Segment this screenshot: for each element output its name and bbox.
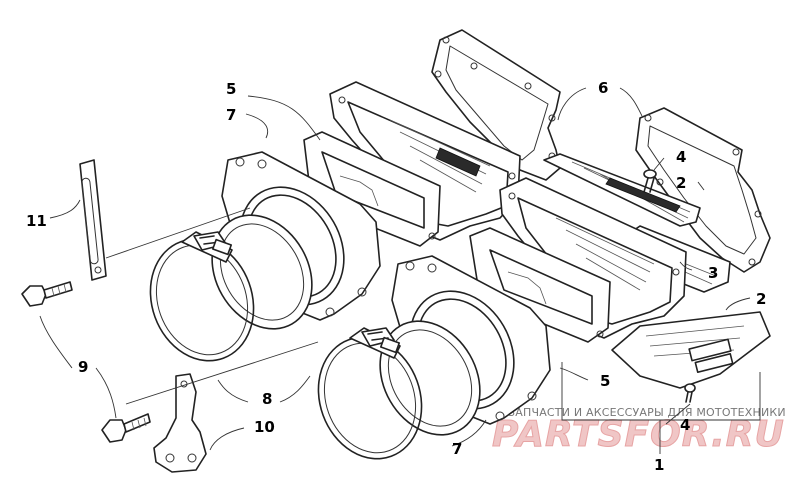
callout-9: 9 (78, 358, 88, 376)
callout-4-lower: 4 (680, 416, 690, 434)
intake-boot-7-upper (211, 151, 381, 330)
intake-boot-7-lower (379, 255, 551, 436)
hose-clamp-8-lower (317, 327, 423, 460)
reed-petal-2-upper (543, 153, 701, 227)
callout-3: 3 (708, 264, 718, 282)
callout-4-upper: 4 (676, 148, 686, 166)
callouts: 5 7 6 4 2 3 2 5 4 1 7 8 10 9 11 (26, 79, 766, 474)
callout-7-upper: 7 (226, 106, 236, 124)
reed-valve-cage-5-upper (303, 81, 521, 247)
callout-8: 8 (262, 390, 272, 408)
leader-lines (39, 87, 761, 454)
callout-2-upper: 2 (676, 174, 686, 192)
watermark-logo: PARTSFOR.RU (492, 414, 785, 455)
reed-valve-cage-5-lower (469, 177, 687, 343)
reed-block-gasket-6b (635, 107, 771, 273)
watermark-tagline: ЗАПЧАСТИ И АКСЕССУАРЫ ДЛЯ МОТОТЕХНИКИ (508, 406, 786, 419)
reed-block-gasket-6 (431, 29, 561, 181)
bracket-10 (153, 373, 207, 473)
reed-petal-2-lower (611, 311, 771, 389)
callout-10: 10 (254, 418, 275, 436)
callout-5-lower: 5 (600, 372, 610, 390)
mounting-strap-11 (79, 159, 107, 281)
screw-4-lower (684, 383, 696, 403)
callout-7-lower: 7 (452, 440, 462, 458)
callout-11: 11 (26, 212, 47, 230)
screw-4-upper (643, 169, 657, 193)
bolt-9-upper (21, 281, 73, 307)
callout-1: 1 (654, 456, 664, 474)
callout-2-lower: 2 (756, 290, 766, 308)
hose-clamp-8-upper (149, 231, 255, 362)
callout-5-upper: 5 (226, 80, 236, 98)
bolt-9-lower (101, 413, 151, 443)
callout-6: 6 (598, 79, 608, 97)
watermark: PARTSFOR.RU ЗАПЧАСТИ И АКСЕССУАРЫ ДЛЯ МО… (492, 406, 786, 456)
